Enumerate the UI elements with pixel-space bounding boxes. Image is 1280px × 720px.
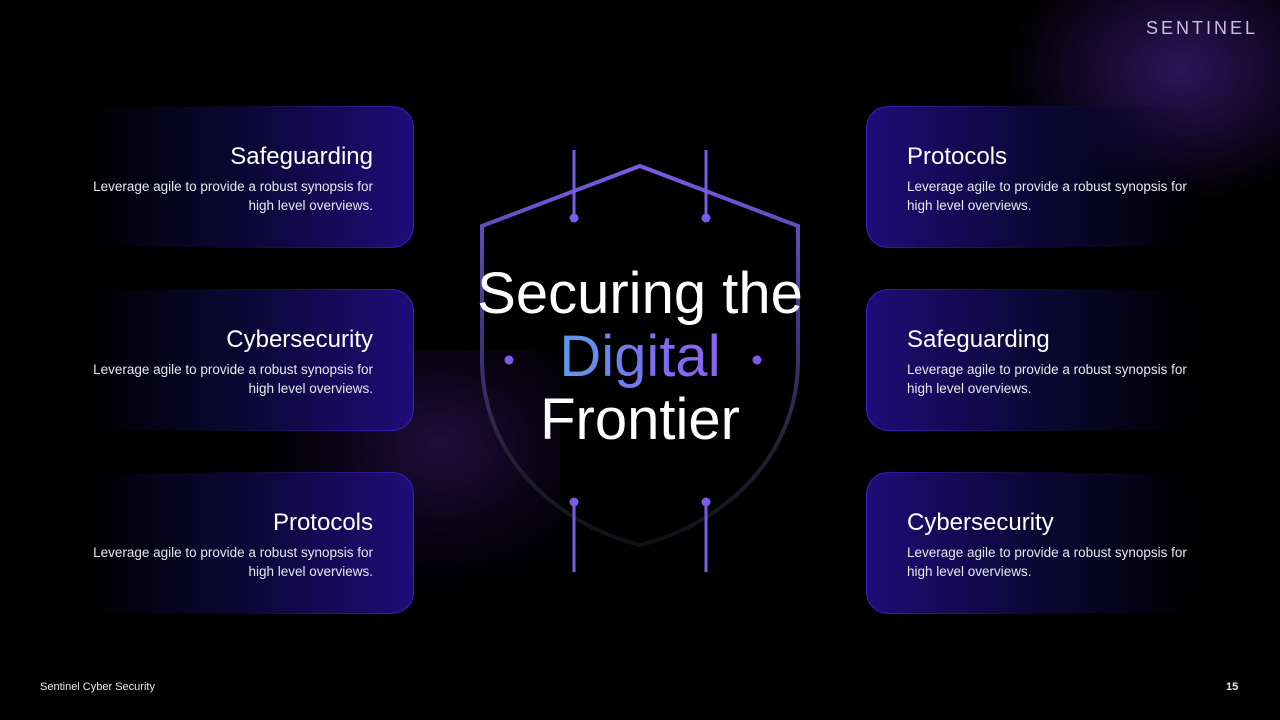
card-right-2: Safeguarding Leverage agile to provide a… <box>866 289 1196 431</box>
card-left-1: Safeguarding Leverage agile to provide a… <box>84 106 414 248</box>
page-number: 15 <box>1226 681 1239 693</box>
card-title: Safeguarding <box>230 143 373 170</box>
card-description: Leverage agile to provide a robust synop… <box>93 545 373 579</box>
card-description: Leverage agile to provide a robust synop… <box>93 362 373 396</box>
card-title: Cybersecurity <box>907 509 1054 536</box>
title-line-2-accent: Digital <box>559 324 721 389</box>
card-right-1: Protocols Leverage agile to provide a ro… <box>866 106 1196 248</box>
card-description: Leverage agile to provide a robust synop… <box>907 179 1187 213</box>
title-line-3: Frontier <box>540 387 740 452</box>
card-left-3: Protocols Leverage agile to provide a ro… <box>84 472 414 614</box>
card-title: Cybersecurity <box>226 326 373 353</box>
title-line-1: Securing the <box>477 261 803 326</box>
card-description: Leverage agile to provide a robust synop… <box>907 545 1187 579</box>
card-title: Protocols <box>272 509 373 536</box>
card-description: Leverage agile to provide a robust synop… <box>907 362 1187 396</box>
card-description: Leverage agile to provide a robust synop… <box>93 179 373 213</box>
page-title: Securing the Digital Frontier <box>440 262 840 451</box>
card-title: Safeguarding <box>907 326 1050 353</box>
footer-company: Sentinel Cyber Security <box>40 681 155 693</box>
card-left-2: Cybersecurity Leverage agile to provide … <box>84 289 414 431</box>
brand-logo: SENTINEL <box>1145 18 1258 38</box>
card-right-3: Cybersecurity Leverage agile to provide … <box>866 472 1196 614</box>
card-title: Protocols <box>907 143 1008 170</box>
